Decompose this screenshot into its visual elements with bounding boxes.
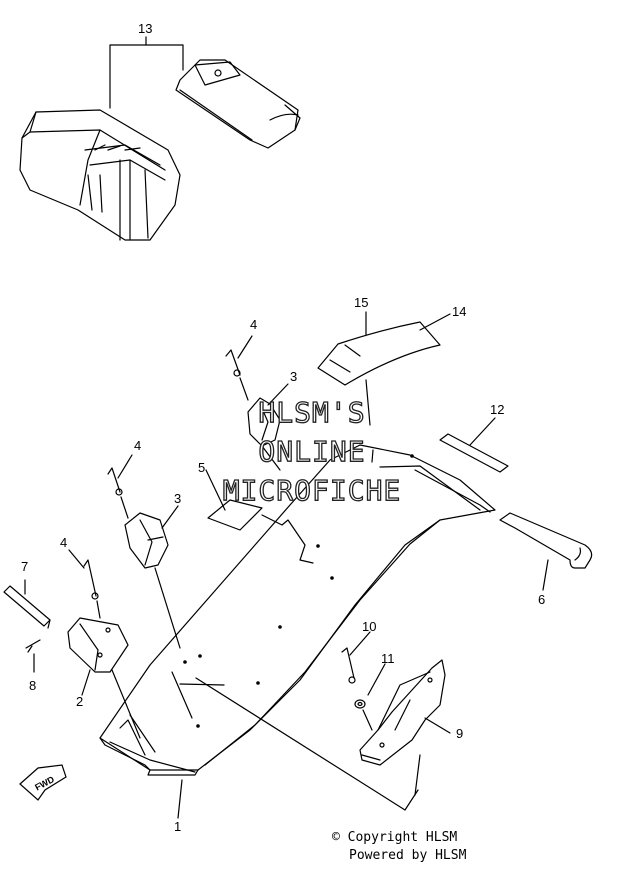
watermark-line-2: ONLINE xyxy=(258,435,365,468)
callout-4: 4 xyxy=(250,317,257,332)
rod-6 xyxy=(499,512,593,569)
callout-3: 3 xyxy=(290,369,297,384)
bolt-7 xyxy=(3,585,51,629)
callout-labels: 13 15 14 4 3 12 4 5 3 7 4 6 10 11 8 2 9 … xyxy=(21,21,545,834)
callout-1: 1 xyxy=(174,819,181,834)
washer-11 xyxy=(354,699,366,709)
callout-15: 15 xyxy=(354,295,368,310)
callout-13: 13 xyxy=(138,21,152,36)
cover-plate-1 xyxy=(99,444,496,776)
watermark-line-3: MICROFICHE xyxy=(223,474,402,507)
callout-10: 10 xyxy=(362,619,376,634)
screw-10 xyxy=(341,647,356,684)
callout-9: 9 xyxy=(456,726,463,741)
pin-8 xyxy=(25,639,41,653)
tool-roll xyxy=(175,59,301,149)
callout-4: 4 xyxy=(134,438,141,453)
callout-4: 4 xyxy=(60,535,67,550)
callout-5: 5 xyxy=(198,460,205,475)
tool-bag xyxy=(19,109,181,241)
strip-12 xyxy=(439,433,509,473)
watermark: HLSM'S ONLINE MICROFICHE xyxy=(222,395,402,507)
screw-4-lower xyxy=(83,559,99,600)
clamp-9 xyxy=(359,659,446,766)
powered-by-text: Powered by HLSM xyxy=(349,848,467,863)
watermark-line-1: HLSM'S xyxy=(258,396,365,429)
callout-2: 2 xyxy=(76,694,83,709)
screw-4-upper xyxy=(225,349,241,377)
callout-7: 7 xyxy=(21,559,28,574)
callout-6: 6 xyxy=(538,592,545,607)
copyright-text: © Copyright HLSM xyxy=(332,830,458,845)
decal-15 xyxy=(317,321,441,386)
bracket-2 xyxy=(67,617,129,673)
callout-12: 12 xyxy=(490,402,504,417)
fwd-arrow-icon: FWD xyxy=(19,764,67,801)
callout-8: 8 xyxy=(29,678,36,693)
callout-14: 14 xyxy=(452,304,466,319)
callout-11: 11 xyxy=(381,651,395,666)
screw-4-middle xyxy=(107,467,123,496)
callout-3: 3 xyxy=(174,491,181,506)
bracket-3-upper xyxy=(247,397,281,447)
bracket-3-lower xyxy=(124,512,169,569)
